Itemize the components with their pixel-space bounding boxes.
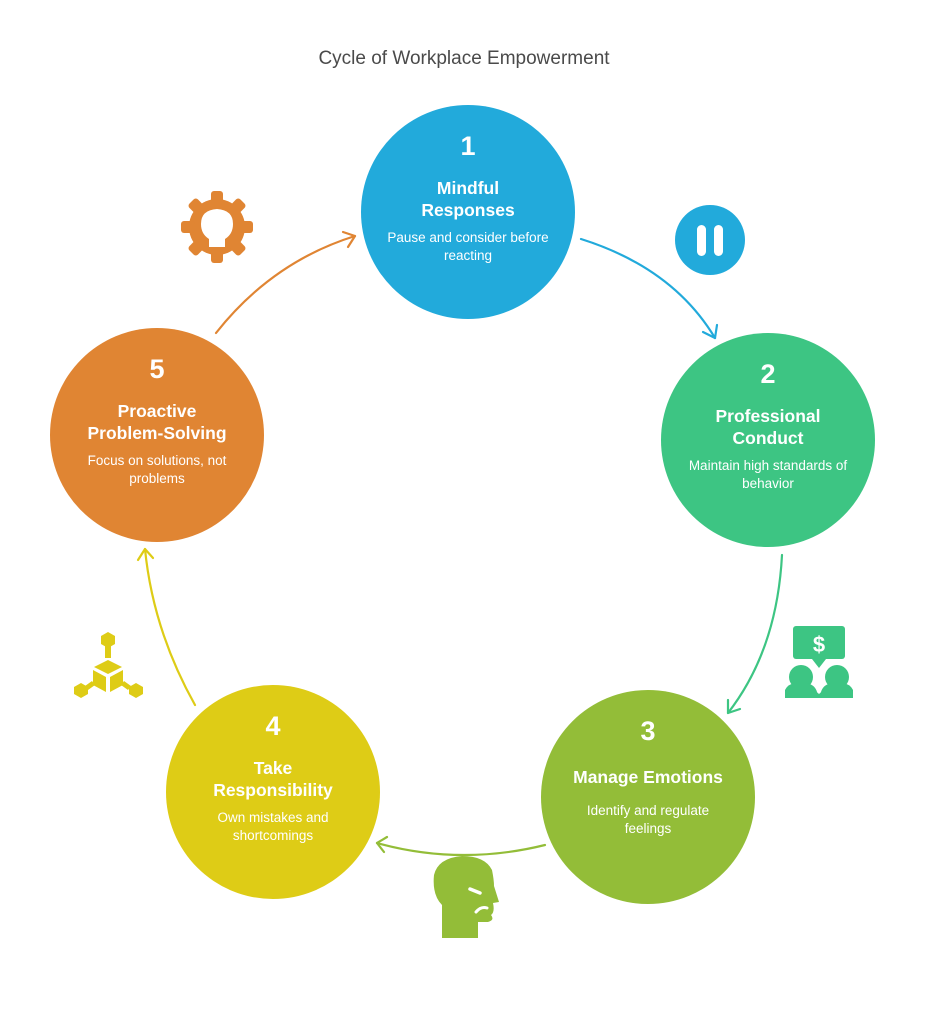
arrow-1-to-2 bbox=[579, 237, 719, 340]
step-number: 3 bbox=[640, 716, 656, 746]
gear-lightbulb-icon bbox=[181, 191, 253, 263]
arrow-5-to-1 bbox=[214, 230, 357, 335]
step-number: 2 bbox=[760, 359, 776, 389]
step-number: 1 bbox=[460, 131, 476, 161]
step-node-3: 3 Manage Emotions Identify and regulate … bbox=[541, 690, 755, 904]
step-number: 4 bbox=[265, 711, 281, 741]
cube-network-icon bbox=[74, 632, 143, 698]
money-talk-people-icon: $ bbox=[785, 626, 853, 698]
frustrated-head-icon bbox=[433, 856, 499, 938]
arrow-2-to-3 bbox=[726, 553, 784, 715]
step-description: Focus on solutions, not problems bbox=[87, 453, 227, 486]
arrow-4-to-5 bbox=[136, 547, 197, 707]
pause-icon bbox=[675, 205, 745, 275]
step-description: Maintain high standards of behavior bbox=[688, 458, 848, 491]
step-description: Own mistakes and shortcomings bbox=[217, 810, 329, 843]
arrow-3-to-4 bbox=[375, 835, 547, 857]
step-description: Identify and regulate feelings bbox=[586, 803, 710, 836]
step-number: 5 bbox=[149, 354, 165, 384]
svg-text:$: $ bbox=[813, 632, 825, 657]
step-heading: Manage Emotions bbox=[573, 767, 723, 787]
diagram-title: Cycle of Workplace Empowerment bbox=[318, 48, 610, 69]
step-description: Pause and consider before reacting bbox=[387, 230, 549, 263]
